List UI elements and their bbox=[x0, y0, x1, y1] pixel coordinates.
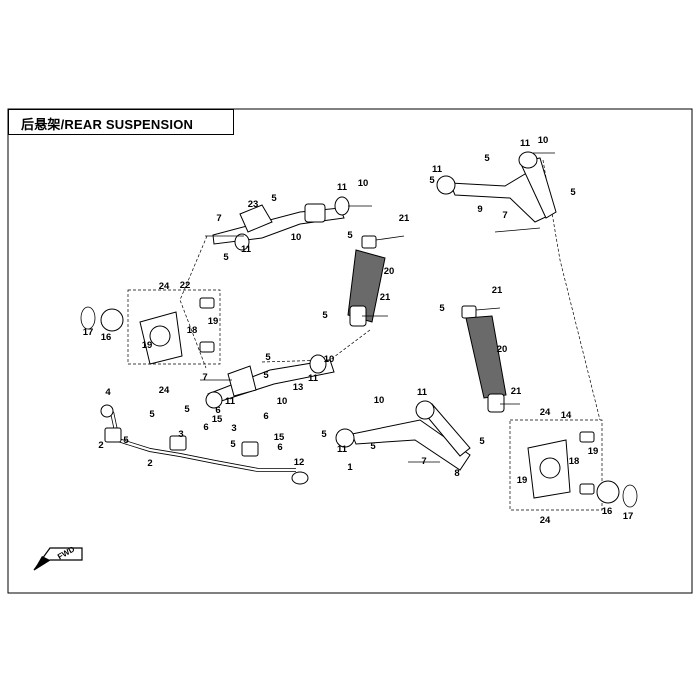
callout-number: 5 bbox=[321, 429, 327, 440]
callout-number: 20 bbox=[384, 266, 395, 277]
assembly-guide-lines bbox=[127, 159, 603, 511]
callout-number: 19 bbox=[517, 475, 528, 486]
callout-number: 5 bbox=[484, 153, 490, 164]
callout-number: 5 bbox=[429, 175, 435, 186]
callout-number: 21 bbox=[399, 213, 410, 224]
callout-number: 10 bbox=[277, 396, 288, 407]
callout-number: 7 bbox=[216, 213, 221, 224]
callout-number: 5 bbox=[271, 193, 277, 204]
callout-number: 24 bbox=[159, 385, 170, 396]
callout-number: 5 bbox=[347, 230, 353, 241]
callout-number: 5 bbox=[570, 187, 576, 198]
callout-number: 11 bbox=[225, 396, 236, 407]
callout-number: 15 bbox=[212, 414, 223, 425]
callout-number: 24 bbox=[540, 515, 551, 526]
callout-number: 16 bbox=[602, 506, 613, 517]
callout-number: 11 bbox=[308, 373, 319, 384]
diagram-title: 后悬架/REAR SUSPENSION bbox=[21, 117, 194, 132]
callout-number: 24 bbox=[540, 407, 551, 418]
callout-number: 18 bbox=[569, 456, 580, 467]
callout-number: 19 bbox=[142, 340, 153, 351]
callout-number: 11 bbox=[432, 164, 443, 175]
knuckle-left bbox=[80, 297, 215, 365]
callout-number: 7 bbox=[421, 456, 426, 467]
callout-number: 21 bbox=[380, 292, 391, 303]
callout-number: 5 bbox=[265, 352, 271, 363]
callout-number: 18 bbox=[187, 325, 198, 336]
callout-number: 6 bbox=[277, 442, 282, 453]
callout-number: 1 bbox=[347, 462, 353, 473]
callout-number: 5 bbox=[479, 436, 485, 447]
shock-absorber-right bbox=[461, 305, 520, 413]
callout-number: 21 bbox=[492, 285, 503, 296]
callout-number: 5 bbox=[149, 409, 155, 420]
callout-number: 3 bbox=[231, 423, 236, 434]
callout-number: 5 bbox=[322, 310, 328, 321]
callout-number: 15 bbox=[274, 432, 285, 443]
title-box: 后悬架/REAR SUSPENSION bbox=[8, 109, 234, 135]
callout-number: 6 bbox=[263, 411, 268, 422]
callout-number: 11 bbox=[417, 387, 428, 398]
callout-number: 6 bbox=[203, 422, 208, 433]
callout-number: 5 bbox=[223, 252, 229, 263]
shock-absorber-left bbox=[347, 235, 405, 327]
callout-number: 16 bbox=[101, 332, 112, 343]
callout-number: 8 bbox=[454, 468, 459, 479]
callout-number: 4 bbox=[105, 387, 111, 398]
callout-number: 9 bbox=[477, 204, 482, 215]
callout-number: 11 bbox=[337, 444, 348, 455]
callout-number: 20 bbox=[497, 344, 508, 355]
callout-number: 5 bbox=[370, 441, 376, 452]
upper-left-control-arm bbox=[205, 196, 372, 251]
callout-number: 14 bbox=[561, 410, 572, 421]
lower-left-control-arm bbox=[200, 354, 335, 409]
callout-number: 10 bbox=[538, 135, 549, 146]
callout-number: 13 bbox=[293, 382, 304, 393]
callout-number: 23 bbox=[248, 199, 259, 210]
callout-number: 17 bbox=[623, 511, 634, 522]
callout-number: 11 bbox=[337, 182, 348, 193]
callout-number: 7 bbox=[502, 210, 507, 221]
callout-number: 3 bbox=[178, 429, 183, 440]
callout-number: 10 bbox=[324, 354, 335, 365]
callout-number: 11 bbox=[520, 138, 531, 149]
callout-number: 2 bbox=[98, 440, 103, 451]
lower-right-a-arm bbox=[335, 400, 471, 471]
callout-number: 24 bbox=[159, 281, 170, 292]
callout-number: 10 bbox=[358, 178, 369, 189]
knuckle-right bbox=[527, 431, 638, 508]
callout-number: 12 bbox=[294, 457, 305, 468]
callout-number: 17 bbox=[83, 327, 94, 338]
callout-number: 10 bbox=[291, 232, 302, 243]
callout-number: 10 bbox=[374, 395, 385, 406]
callout-number: 11 bbox=[241, 244, 252, 255]
callout-number: 5 bbox=[123, 435, 129, 446]
upper-right-a-arm bbox=[436, 151, 557, 233]
callout-number: 5 bbox=[184, 404, 190, 415]
callout-number: 5 bbox=[439, 303, 445, 314]
callout-number: 5 bbox=[230, 439, 236, 450]
callout-number: 5 bbox=[263, 370, 269, 381]
stabilizer-bar bbox=[100, 404, 309, 485]
callout-number: 22 bbox=[180, 280, 191, 291]
diagram-border bbox=[7, 108, 693, 594]
callout-number: 6 bbox=[215, 405, 220, 416]
callout-number: 19 bbox=[208, 316, 219, 327]
fwd-arrow-icon: FWD bbox=[33, 544, 83, 571]
callout-number: 7 bbox=[202, 372, 207, 383]
callout-number: 2 bbox=[147, 458, 152, 469]
callout-number: 19 bbox=[588, 446, 599, 457]
callout-number: 21 bbox=[511, 386, 522, 397]
